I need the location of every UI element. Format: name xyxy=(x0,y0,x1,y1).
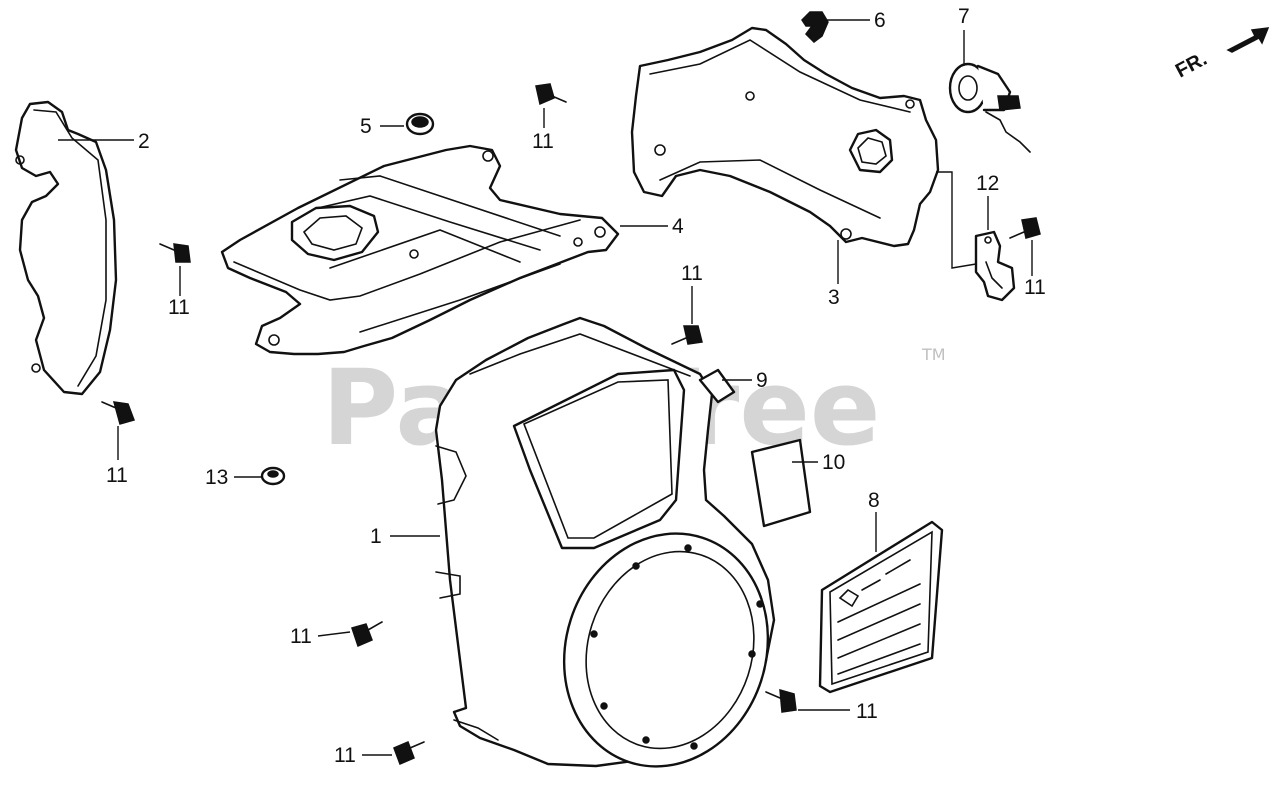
part-12-clamp xyxy=(974,230,1016,302)
part-8-spec-label xyxy=(818,520,944,694)
part-4-top-plate xyxy=(220,144,620,356)
callout-10: 10 xyxy=(822,451,845,474)
bolt-icon-2 xyxy=(159,243,191,263)
callout-2: 2 xyxy=(138,130,150,153)
callout-7: 7 xyxy=(958,5,970,28)
front-direction-label: FR. xyxy=(1172,48,1211,83)
callout-11-bottom-right: 11 xyxy=(856,700,878,723)
bolt-icon-8 xyxy=(393,741,425,765)
callout-11-right: 11 xyxy=(1024,276,1046,299)
bolt-icon-7 xyxy=(765,688,797,713)
part-6-clip xyxy=(801,11,829,43)
callout-11-top: 11 xyxy=(532,130,554,153)
part-3-air-guide xyxy=(630,26,940,248)
callout-11-center: 11 xyxy=(681,262,703,285)
callout-11-bottom-left: 11 xyxy=(334,744,356,767)
part-7-stop-switch xyxy=(948,62,1031,153)
callout-5: 5 xyxy=(360,115,372,138)
bolt-icon-1 xyxy=(535,83,567,106)
callout-1: 1 xyxy=(370,525,382,548)
part-1-fan-cover xyxy=(434,316,776,768)
part-5-grommet xyxy=(405,112,435,136)
part-10-label xyxy=(750,438,812,528)
bolt-icon-4 xyxy=(671,325,703,345)
part-9-label xyxy=(698,368,736,404)
bolt-icon-6 xyxy=(351,621,383,648)
callout-4: 4 xyxy=(672,215,684,238)
callout-11-left-upper: 11 xyxy=(168,296,190,319)
callout-8: 8 xyxy=(868,489,880,512)
bolt-icon-3 xyxy=(101,401,135,425)
callout-13: 13 xyxy=(205,466,228,489)
callout-3: 3 xyxy=(828,286,840,309)
part-13-nut xyxy=(260,466,286,486)
bolt-icon-5 xyxy=(1009,217,1041,239)
callout-12: 12 xyxy=(976,172,999,195)
callout-11-mid-left: 11 xyxy=(290,625,312,648)
part-2-side-shroud xyxy=(14,100,118,396)
trademark: TM xyxy=(921,345,946,364)
front-arrow-icon xyxy=(1226,27,1270,53)
callout-6: 6 xyxy=(874,9,886,32)
leader-lines xyxy=(58,19,1033,756)
front-direction-indicator: FR. xyxy=(1172,27,1270,83)
callout-11-left-lower: 11 xyxy=(106,464,128,487)
callout-9: 9 xyxy=(756,369,768,392)
